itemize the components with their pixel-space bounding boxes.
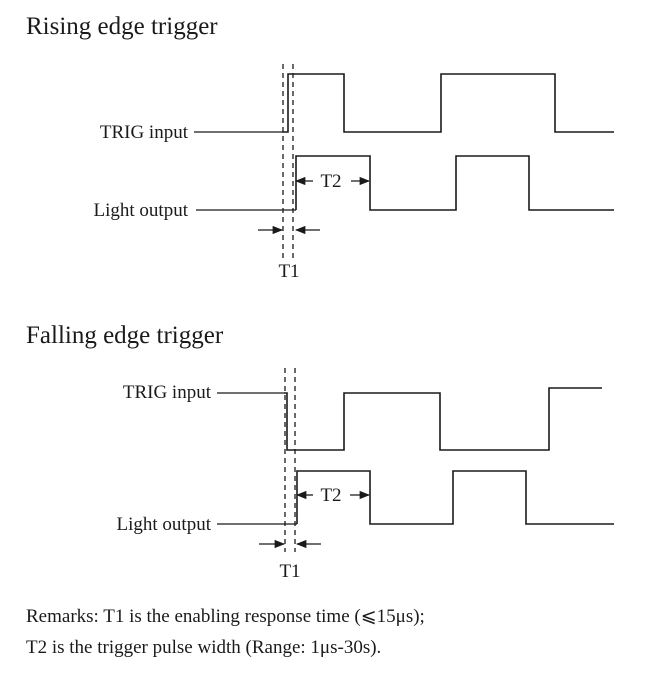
rising-trig-input-label: TRIG input	[100, 122, 189, 143]
rising-light-output-label: Light output	[94, 200, 189, 221]
falling-trig-input-waveform	[284, 387, 602, 451]
falling-light-output-label: Light output	[117, 514, 212, 535]
falling-t1-label: T1	[279, 561, 300, 582]
remarks-note: Remarks: T1 is the enabling response tim…	[26, 601, 425, 663]
rising-t2-label: T2	[320, 171, 341, 192]
falling-section-title: Falling edge trigger	[26, 322, 224, 349]
falling-t2-label: T2	[320, 485, 341, 506]
falling-light-output-waveform	[296, 470, 614, 525]
rising-section-title: Rising edge trigger	[26, 13, 218, 40]
rising-trig-input-waveform	[282, 73, 614, 133]
rising-light-output-waveform	[295, 155, 614, 211]
falling-edge-section: Falling edge trigger TRIG input Light ou…	[26, 322, 614, 582]
rising-edge-section: Rising edge trigger TRIG input Light out…	[26, 13, 614, 282]
rising-t1-label: T1	[278, 261, 299, 282]
remarks-line-1: Remarks: T1 is the enabling response tim…	[26, 606, 425, 627]
remarks-line-2: T2 is the trigger pulse width (Range: 1μ…	[26, 637, 382, 658]
falling-trig-input-label: TRIG input	[123, 382, 212, 403]
